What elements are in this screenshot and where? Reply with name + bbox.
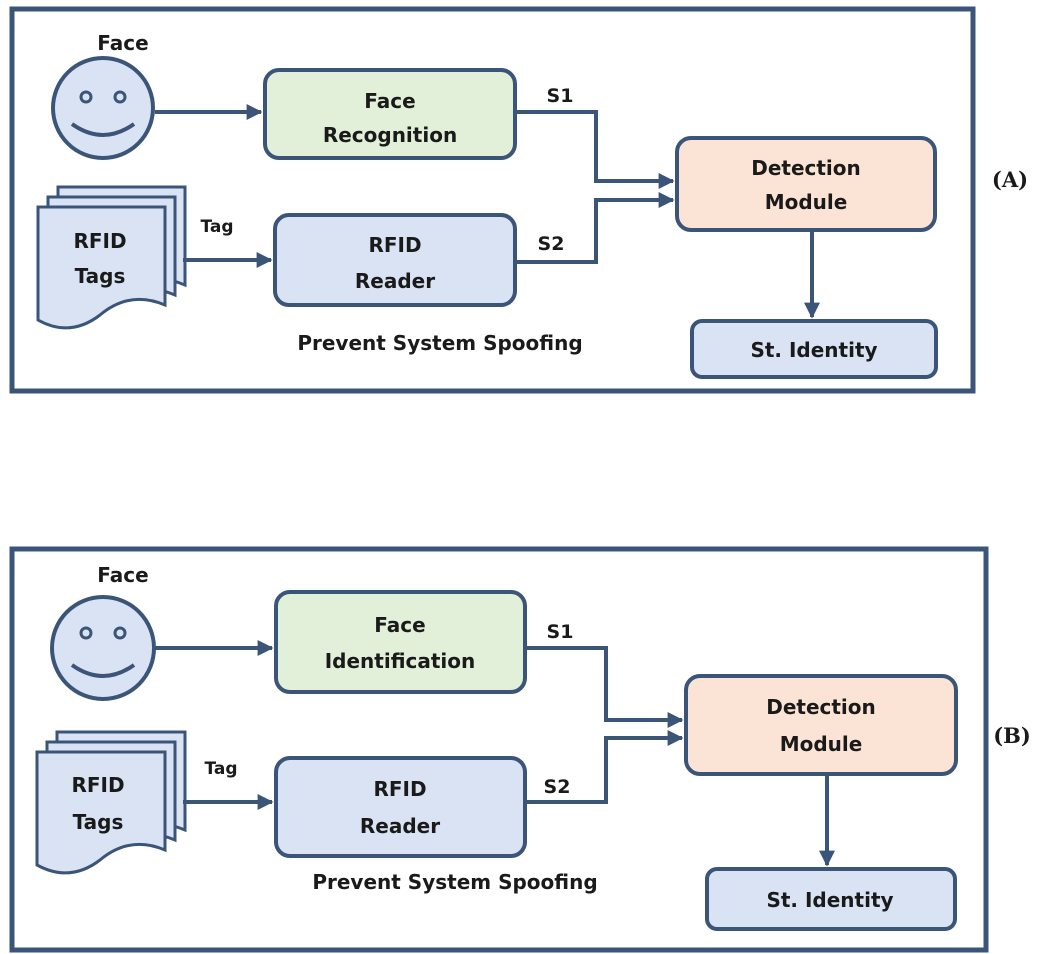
- s1-connector: [515, 110, 675, 189]
- rfid-reader-line2: Reader: [355, 269, 435, 293]
- face-label: Face: [97, 563, 148, 587]
- rfid-reader-line1: RFID: [368, 233, 421, 257]
- detection-line1: Detection: [766, 695, 876, 719]
- face-box-line2: Identification: [325, 649, 476, 673]
- panel-b-frame: [9, 546, 989, 953]
- face-identification-box: [274, 590, 527, 694]
- panel-a-frame: [9, 6, 976, 394]
- identity-label: St. Identity: [750, 338, 877, 362]
- panel-b-label: (B): [993, 723, 1031, 748]
- detection-module-box: [675, 136, 937, 232]
- s2-label: S2: [538, 233, 565, 255]
- s2-connector: [515, 192, 675, 264]
- rfid-reader-line1: RFID: [373, 777, 426, 801]
- detection-line1: Detection: [751, 156, 861, 180]
- stacked-documents-icon: [36, 185, 187, 330]
- smiley-face-icon: [51, 56, 155, 160]
- rfid-tags-label-line2: Tags: [75, 264, 126, 288]
- rfid-tags-label-line1: RFID: [73, 229, 126, 253]
- face-label: Face: [97, 31, 148, 55]
- identity-label: St. Identity: [766, 888, 893, 912]
- rfid-tags-label-line2: Tags: [73, 810, 124, 834]
- identity-box: [705, 867, 957, 931]
- caption: Prevent System Spoofing: [297, 331, 582, 355]
- tag-label: Tag: [200, 217, 233, 237]
- caption: Prevent System Spoofing: [312, 870, 597, 894]
- rfid-tags-label-line1: RFID: [71, 773, 124, 797]
- smiley-face-icon: [50, 595, 156, 701]
- panel-b: Face RFID Tags Face Identification RFID …: [9, 546, 1031, 953]
- panel-a: Face RFID Tags Face Recognition RFID Rea…: [9, 6, 1028, 394]
- panel-a-label: (A): [992, 167, 1028, 192]
- identity-box: [690, 319, 938, 379]
- rfid-reader-line2: Reader: [360, 814, 440, 838]
- detection-module-box: [684, 674, 958, 776]
- s1-connector: [525, 646, 684, 728]
- detection-line2: Module: [780, 732, 863, 756]
- detection-line2: Module: [765, 190, 848, 214]
- face-box-line1: Face: [364, 89, 415, 113]
- s2-connector: [525, 730, 684, 804]
- rfid-reader-box: [274, 756, 527, 858]
- face-box-line2: Recognition: [323, 123, 457, 147]
- s2-label: S2: [544, 776, 571, 798]
- s1-label: S1: [547, 621, 574, 643]
- face-box-line1: Face: [374, 613, 425, 637]
- s1-label: S1: [547, 85, 574, 107]
- tag-label: Tag: [204, 759, 237, 779]
- stacked-documents-icon: [35, 730, 187, 875]
